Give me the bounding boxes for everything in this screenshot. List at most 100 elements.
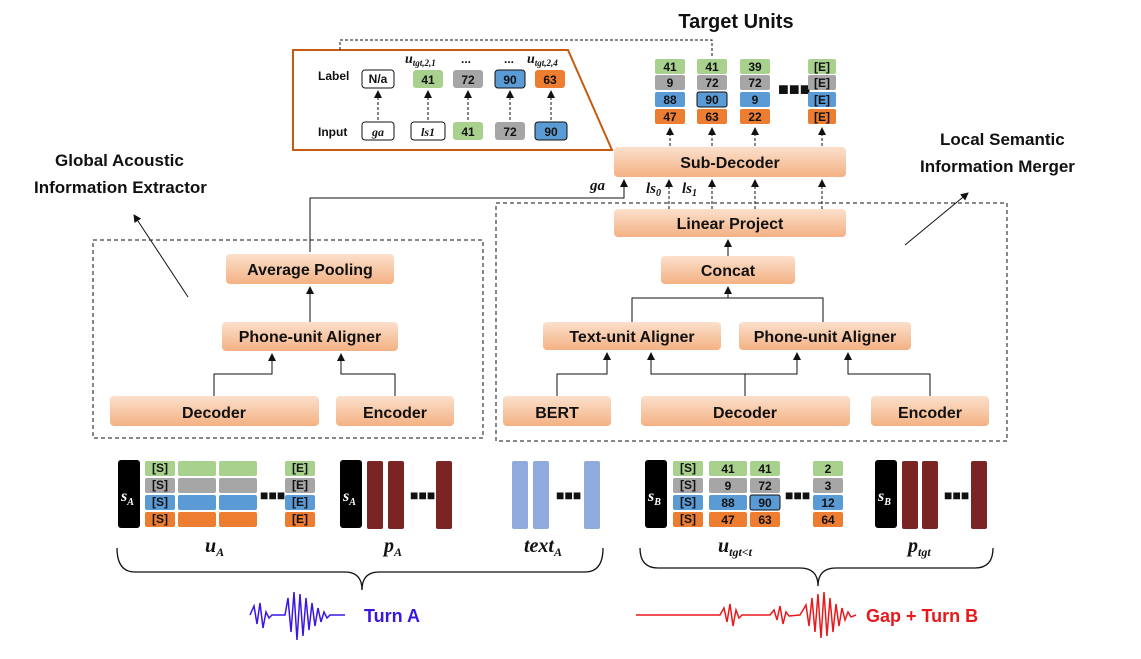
average-pooling-label: Average Pooling <box>247 262 373 279</box>
u-a-start-text: [S] <box>152 512 168 526</box>
u-tgt-units: [S] [S] [S] [S] 41 9 88 47 41 72 90 63 ■… <box>673 461 843 527</box>
u-tgt-start-text: [S] <box>680 478 696 492</box>
u-tgt-start-text: [S] <box>680 495 696 509</box>
decoder-right-label: Decoder <box>713 405 777 422</box>
target-cell <box>808 109 836 124</box>
inset-input-cell <box>495 122 525 140</box>
brace-turn-a <box>116 547 604 591</box>
inset-label-text: 90 <box>503 73 517 87</box>
decoder-left-label: Decoder <box>182 405 246 422</box>
sub-decoder-box <box>614 147 846 177</box>
inset-label-text: 63 <box>543 73 557 87</box>
encoder-left-box <box>336 396 454 426</box>
label-u-a: uA <box>205 535 224 559</box>
target-cell <box>697 59 727 74</box>
inset-input-text: ls1 <box>421 125 435 139</box>
feature-ls0: ls0 <box>646 181 661 199</box>
global-extractor-label-1: Global Acoustic <box>55 151 184 170</box>
text-a-tokens: ■■■ <box>512 461 600 529</box>
target-cell-text: 88 <box>663 93 677 107</box>
inset-input-cells: ga ls1 41 72 90 <box>361 121 568 141</box>
inset-input-cell <box>453 122 483 140</box>
target-cell-text: 90 <box>705 93 719 107</box>
target-cell-text: 72 <box>748 76 762 90</box>
phone-unit-aligner-left-label: Phone-unit Aligner <box>239 329 382 346</box>
u-tgt-last-text: 12 <box>821 496 835 510</box>
inset-input-cell <box>410 121 446 141</box>
inset-label-cell <box>453 70 483 88</box>
speaker-embedding-a-label: sA <box>120 488 134 508</box>
target-cell-text: 63 <box>705 110 719 124</box>
speaker-embedding-a-2-label: sA <box>342 488 356 508</box>
u-tgt-last-text: 3 <box>825 479 832 493</box>
p-a-phones: ■■■ <box>367 461 452 529</box>
decoder-left-box <box>110 396 319 426</box>
encoder-right-label: Encoder <box>898 405 962 422</box>
inset-label-cell <box>494 69 526 89</box>
phone-unit-aligner-right-box <box>739 322 911 350</box>
u-tgt-col1-text: 88 <box>721 496 735 510</box>
target-cell-text: 72 <box>705 76 719 90</box>
inset-label-cells: N/a 41 72 90 63 <box>361 69 565 89</box>
speaker-embedding-a <box>118 460 140 528</box>
inset-input-text: ga <box>371 125 384 139</box>
u-a-end-text: [E] <box>292 461 308 475</box>
concat-box <box>661 256 795 284</box>
sub-decoder-label: Sub-Decoder <box>680 155 780 172</box>
target-cell-text: 41 <box>663 60 677 74</box>
label-p-a: pA <box>382 535 402 559</box>
target-cell <box>740 75 770 90</box>
u-tgt-col1-text: 41 <box>721 462 735 476</box>
linear-project-label: Linear Project <box>677 216 784 233</box>
inset-input-text: 90 <box>544 125 558 139</box>
inset-u-last: utgt,2,4 <box>527 52 558 68</box>
inset-label-cell <box>413 70 443 88</box>
subdecoder-input-arrows <box>309 179 826 252</box>
u-a-start-text: [S] <box>152 461 168 475</box>
bert-box <box>503 396 611 426</box>
brace-turn-b <box>639 547 994 587</box>
inset-label-text: 72 <box>461 73 475 87</box>
global-extractor-label-2: Information Extractor <box>34 178 207 197</box>
p-tgt-phones: ■■■ <box>902 461 987 529</box>
target-cell <box>655 109 685 124</box>
inset-input-cell <box>361 121 395 141</box>
svg-text:■■■: ■■■ <box>410 487 435 503</box>
u-a-units: [S] [S] [S] [S] ■■■ [E] [E] [E] [E] <box>145 461 315 527</box>
decoder-right-box <box>641 396 850 426</box>
target-cell <box>697 109 727 124</box>
waveform-turn-a <box>249 591 345 641</box>
target-cell <box>740 92 770 107</box>
subdecoder-output-arrows <box>666 127 826 146</box>
target-cell <box>697 75 727 90</box>
target-cell <box>655 92 685 107</box>
inset-u-first: utgt,2,1 <box>405 52 436 68</box>
u-tgt-last-text: 64 <box>821 513 835 527</box>
target-cell <box>808 92 836 107</box>
inset-input-cell <box>534 121 568 141</box>
turn-b-label: Gap + Turn B <box>866 606 978 626</box>
target-cell-text: 41 <box>705 60 719 74</box>
u-a-end-text: [E] <box>292 495 308 509</box>
u-tgt-col2-text: 41 <box>758 462 772 476</box>
inset-label-row: Label <box>318 69 349 83</box>
target-cell-text: 22 <box>748 110 762 124</box>
inset-label-text: N/a <box>369 72 388 86</box>
u-tgt-col2-text: 63 <box>758 513 772 527</box>
inset-input-row: Input <box>318 125 347 139</box>
linear-project-box <box>614 209 846 237</box>
local-merger-region <box>495 202 1008 442</box>
label-text-a: textA <box>524 535 562 559</box>
inset-connector <box>339 39 713 58</box>
u-tgt-col1-text: 9 <box>725 479 732 493</box>
target-units-grid: 41 9 88 47 41 72 90 63 39 72 9 22 ■■■ [E… <box>655 59 836 124</box>
u-tgt-col2-text: 72 <box>758 479 772 493</box>
target-cell <box>655 59 685 74</box>
speaker-embedding-b-2-label: sB <box>877 488 891 508</box>
turn-a-label: Turn A <box>364 606 420 626</box>
u-tgt-start-text: [S] <box>680 461 696 475</box>
u-a-start-text: [S] <box>152 495 168 509</box>
encoder-right-box <box>871 396 989 426</box>
target-cell-text: [E] <box>814 60 830 74</box>
